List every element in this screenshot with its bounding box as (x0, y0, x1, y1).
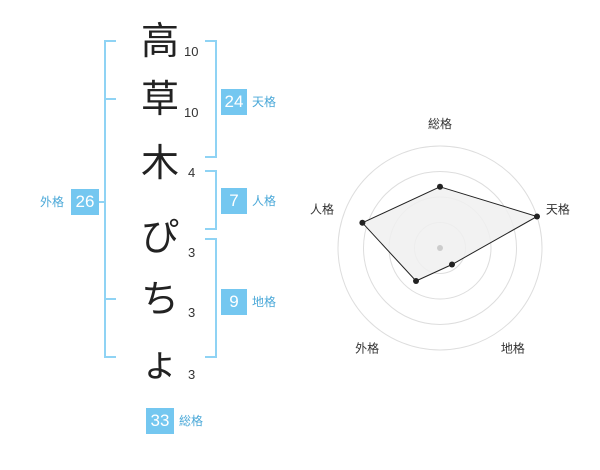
radar-ring (337, 145, 543, 351)
name-char-4: ぴ (140, 215, 179, 259)
stroke-count-6: 3 (188, 367, 196, 382)
stroke-count-3: 4 (188, 165, 196, 180)
soukaku-value: 33 (146, 408, 174, 434)
radar-axis-label: 地格 (501, 340, 525, 355)
name-char-2: 草 (140, 77, 179, 121)
radar-point (437, 183, 443, 190)
name-char-1: 高 (140, 19, 179, 63)
tenkaku-value: 24 (221, 89, 247, 115)
tenkaku-label: 天格 (252, 95, 277, 109)
radar-point (448, 261, 455, 268)
radar-axis-label: 天格 (546, 202, 570, 217)
chikaku-value: 9 (221, 289, 247, 315)
jinkaku-value: 7 (221, 188, 247, 214)
soukaku-label: 総格 (179, 414, 204, 428)
jinkaku-label: 人格 (252, 194, 277, 208)
stroke-count-5: 3 (188, 305, 196, 320)
radar-ring (363, 171, 517, 325)
radar-point (534, 213, 541, 220)
name-char-6: ょ (140, 341, 179, 385)
name-char-3: 木 (140, 141, 179, 185)
stroke-count-1: 10 (184, 44, 199, 59)
radar-center (437, 245, 443, 251)
name-char-5: ち (140, 277, 179, 321)
gaikaku-value: 26 (71, 189, 99, 215)
stroke-count-2: 10 (184, 105, 199, 120)
radar-axis-label: 総格 (428, 116, 452, 131)
radar-point (413, 278, 420, 285)
radar-axis-label: 人格 (310, 202, 334, 217)
radar-axis-label: 外格 (355, 340, 379, 355)
radar-area (361, 186, 539, 282)
stroke-count-4: 3 (188, 245, 196, 260)
radar-point (359, 219, 366, 226)
gaikaku-label: 外格 (40, 195, 65, 209)
chikaku-label: 地格 (252, 295, 277, 309)
